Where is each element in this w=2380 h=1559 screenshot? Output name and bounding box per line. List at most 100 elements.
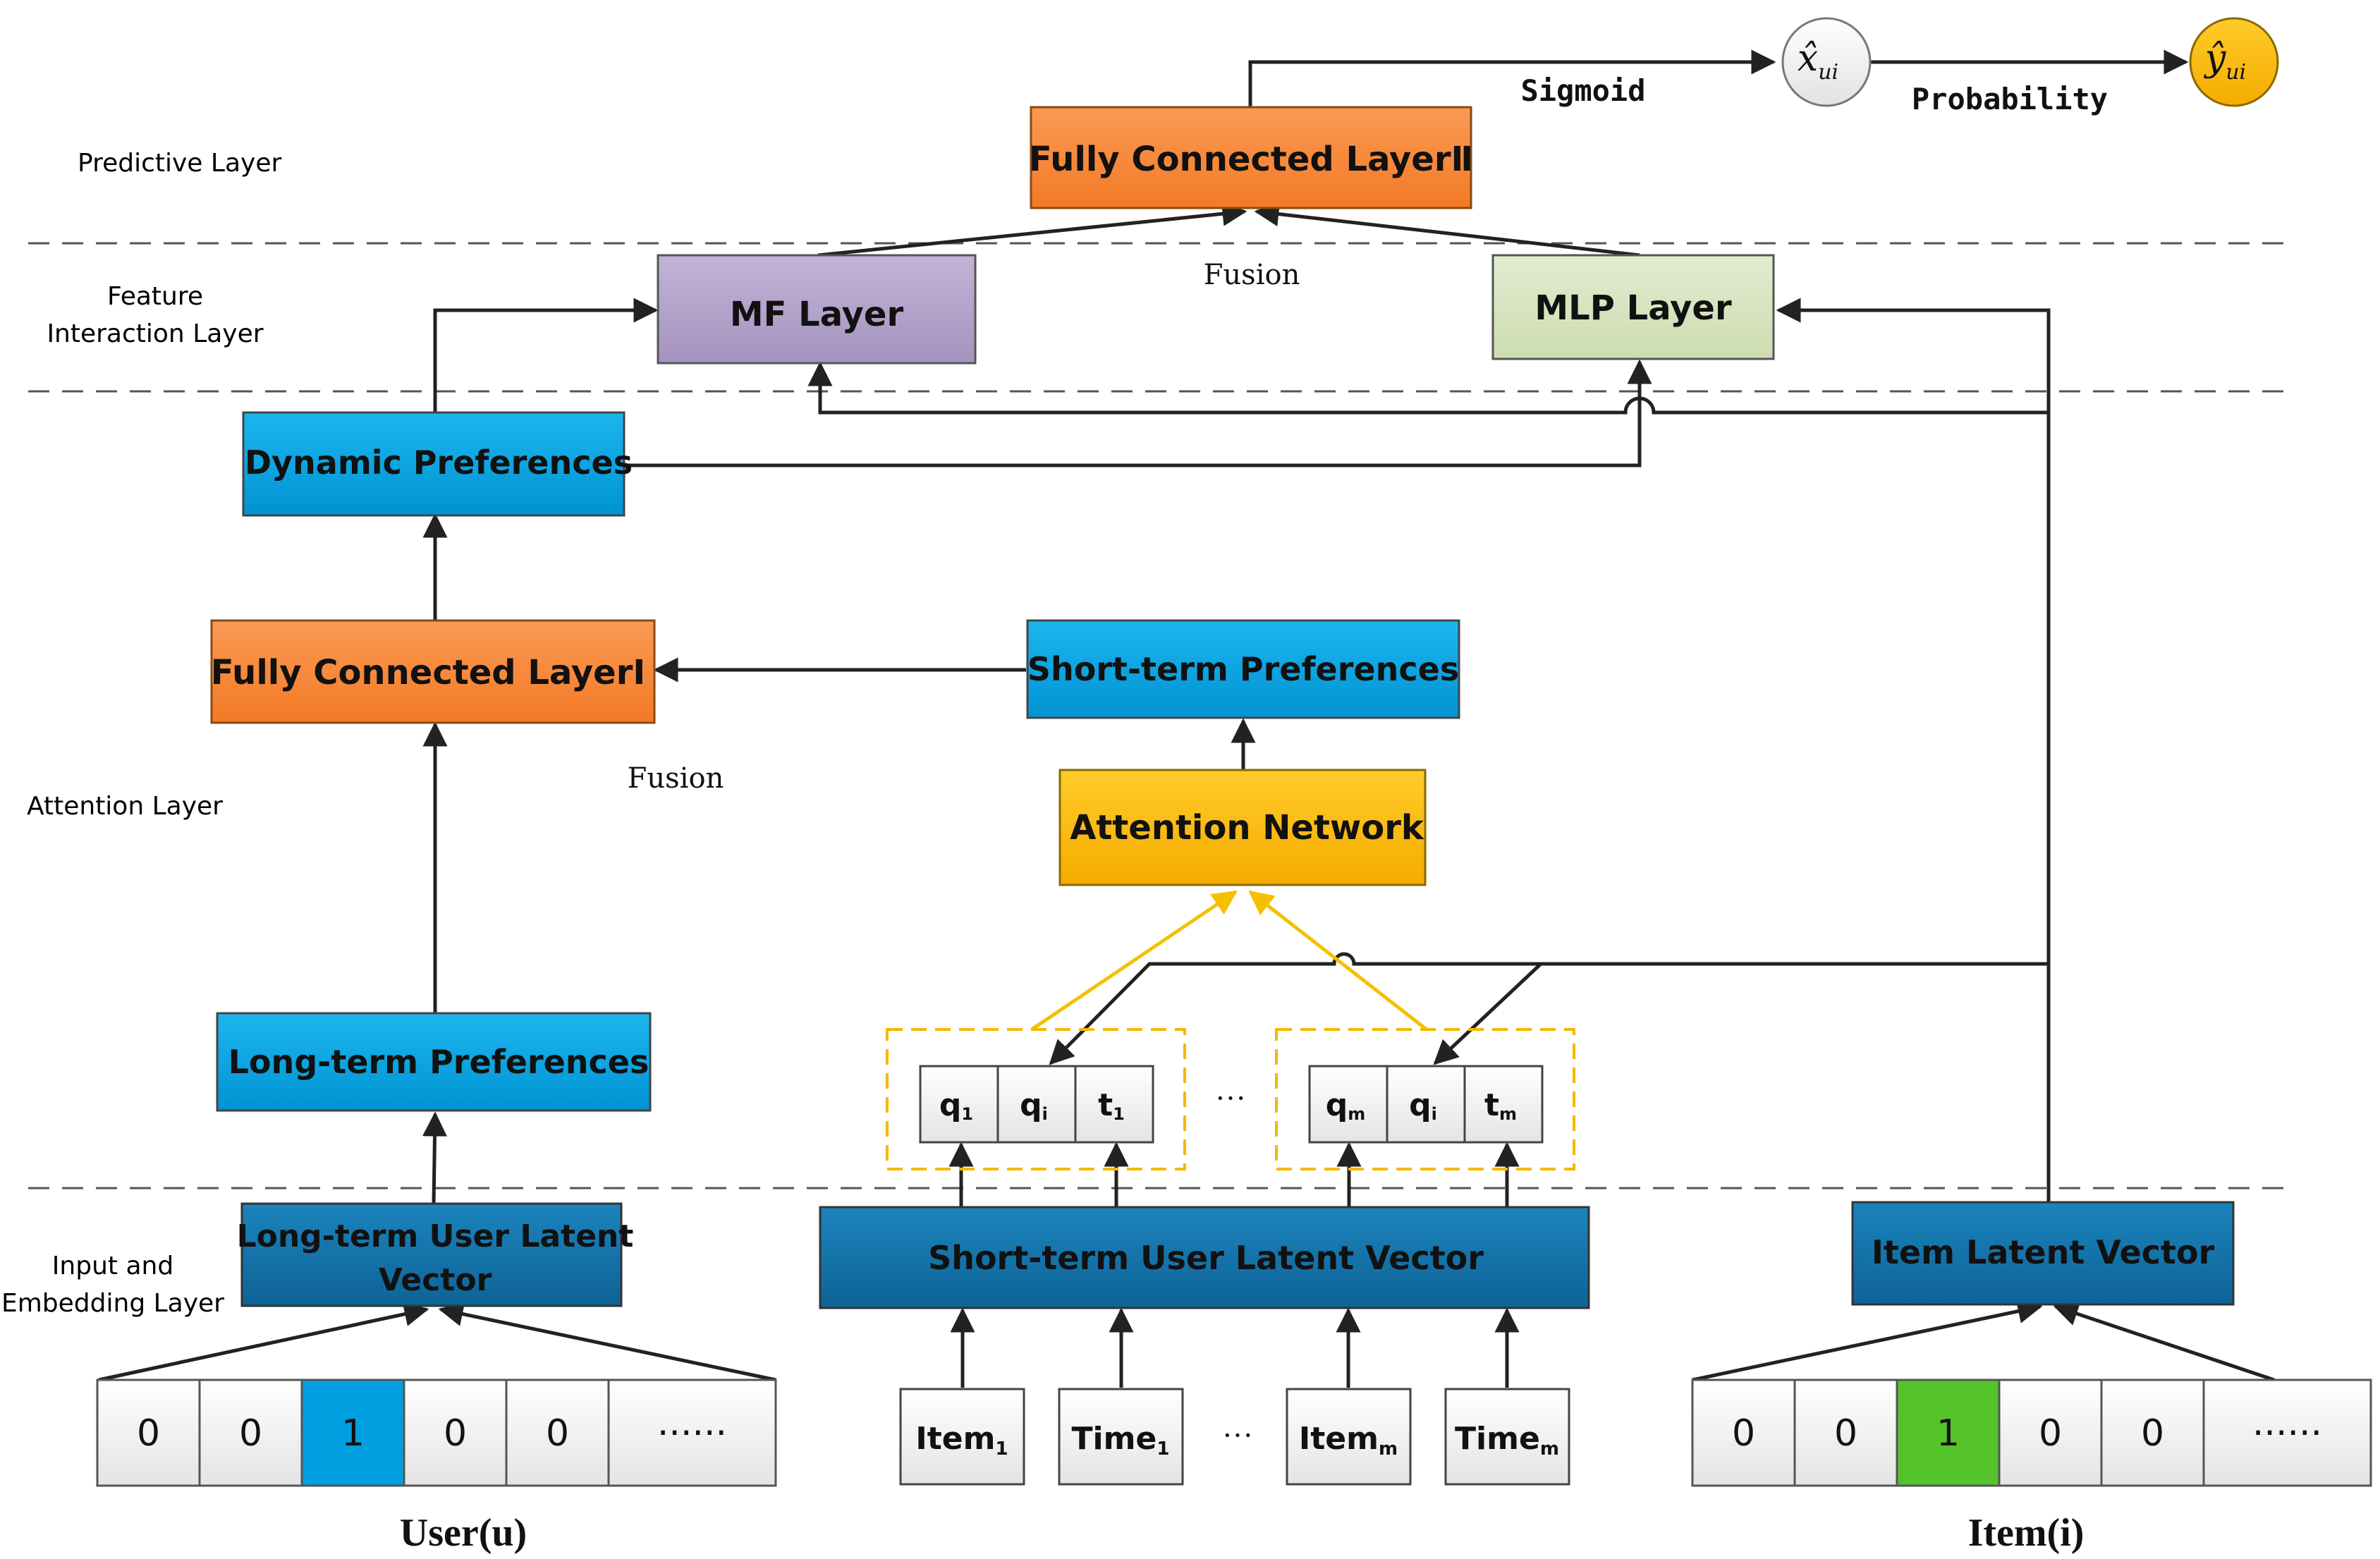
input-box: Time1: [1058, 1388, 1184, 1486]
onehot-cell: 0: [505, 1378, 610, 1487]
onehot-value: 1: [341, 1412, 365, 1455]
svg-text:ŷui: ŷui: [2204, 37, 2246, 85]
onehot-cell: 0: [403, 1378, 508, 1487]
onehot-value: 0: [2039, 1412, 2062, 1455]
onehot-cell: 1: [1896, 1378, 2001, 1487]
long-term-latent-line1: Long-term User Latent: [237, 1218, 634, 1254]
onehot-value: 0: [1834, 1412, 1857, 1455]
y-hat-subscript: ui: [2226, 60, 2246, 85]
x-hat-node: x̂ui: [1781, 17, 1872, 107]
short-term-latent-box: Short-term User Latent Vector: [819, 1206, 1590, 1309]
q-cell-sub: m: [1348, 1104, 1365, 1124]
long-term-latent-box: Long-term User Latent Vector: [237, 1202, 634, 1307]
input-box-sub: m: [1379, 1438, 1398, 1460]
svg-text:x̂ui: x̂ui: [1798, 37, 1838, 85]
onehot-cell: 0: [1691, 1378, 1796, 1487]
onehot-value: 0: [239, 1412, 262, 1455]
arrow-item-to-mf: [807, 361, 2049, 415]
fusion-label-top: Fusion: [1204, 259, 1300, 291]
label-attention-layer: Attention Layer: [27, 792, 223, 821]
q-group1-frame: [886, 1028, 1186, 1170]
item-latent-box: Item Latent Vector: [1851, 1201, 2235, 1306]
attention-network-label: Attention Network: [1070, 808, 1424, 848]
q-cell: tm: [1463, 1065, 1544, 1144]
onehot-cell: 0: [198, 1378, 303, 1487]
q-cell-main: q: [1326, 1087, 1348, 1123]
svg-text:t1: t1: [1098, 1087, 1125, 1124]
q-cell: q1: [919, 1065, 999, 1144]
onehot-value: 0: [546, 1412, 569, 1455]
fc1-box: Fully Connected LayerⅠ: [210, 619, 656, 724]
fc2-label: Fully Connected LayerⅡ: [1029, 140, 1473, 179]
onehot-value: 1: [1936, 1412, 1960, 1455]
q-cell-main: t: [1484, 1087, 1499, 1123]
q-group-frames: [886, 1028, 1575, 1170]
long-term-preferences-label: Long-term Preferences: [228, 1043, 649, 1081]
svg-text:Itemm: Itemm: [1299, 1421, 1398, 1460]
onehot-value: 0: [1732, 1412, 1755, 1455]
ellipsis-inputs: ···: [1222, 1418, 1253, 1453]
svg-text:tm: tm: [1484, 1087, 1517, 1124]
q-group2-frame: [1275, 1028, 1575, 1170]
q-cell: qi: [996, 1065, 1077, 1144]
dynamic-preferences-label: Dynamic Preferences: [245, 444, 633, 482]
item-latent-label: Item Latent Vector: [1872, 1233, 2215, 1271]
arrow-item-to-mlp: [1776, 298, 2051, 1202]
dynamic-preferences-box: Dynamic Preferences: [242, 411, 633, 517]
arrow-mf-to-fc2: [817, 201, 1247, 257]
y-hat-symbol: ŷ: [2204, 37, 2226, 80]
x-hat-subscript: ui: [1818, 60, 1838, 85]
arrow-itemhot-right: [2053, 1302, 2275, 1382]
onehot-cell: 0: [2100, 1378, 2205, 1487]
q-cell-sub: 1: [961, 1104, 973, 1124]
input-box-sub: 1: [996, 1438, 1008, 1460]
input-box-main: Item: [915, 1421, 995, 1457]
onehot-value: ······: [657, 1412, 727, 1455]
yellow-line-group2: [1248, 890, 1428, 1031]
short-term-preferences-label: Short-term Preferences: [1027, 650, 1459, 688]
layer-separators: [28, 242, 2292, 1190]
input-box-sub: 1: [1157, 1438, 1169, 1460]
arrow-fc2-to-xhat: [1248, 49, 1776, 107]
q-cell-main: t: [1098, 1087, 1113, 1123]
label-feature-line2: Interaction Layer: [47, 319, 263, 348]
mlp-layer-label: MLP Layer: [1534, 288, 1732, 328]
q-cell-sub: m: [1499, 1104, 1517, 1124]
input-box-main: Time: [1072, 1421, 1157, 1457]
fc2-box: Fully Connected LayerⅡ: [1029, 106, 1473, 209]
onehot-cell: ······: [607, 1378, 777, 1487]
input-box-main: Time: [1455, 1421, 1540, 1457]
svg-text:qm: qm: [1326, 1087, 1366, 1124]
sigmoid-label: Sigmoid: [1520, 73, 1645, 108]
svg-text:qi: qi: [1409, 1087, 1437, 1124]
attention-lines: [1030, 890, 1428, 1032]
ellipsis-q-groups: ···: [1215, 1081, 1246, 1115]
arrow-userhot-right: [438, 1302, 776, 1382]
label-predictive-layer: Predictive Layer: [78, 149, 281, 178]
long-term-latent-line2: Vector: [379, 1262, 492, 1298]
connectors: [98, 49, 2275, 1388]
long-term-preferences-box: Long-term Preferences: [216, 1012, 652, 1112]
onehot-cell: 0: [96, 1378, 201, 1487]
probability-label: Probability: [1912, 82, 2108, 116]
input-box-main: Item: [1299, 1421, 1379, 1457]
q-cell-sub: i: [1432, 1104, 1437, 1124]
onehot-value: ······: [2252, 1412, 2322, 1455]
layer-labels: Predictive Layer Feature Interaction Lay…: [1, 149, 281, 1318]
user-label: User(u): [400, 1511, 527, 1555]
yellow-line-group1: [1030, 890, 1238, 1032]
label-input-line1: Input and: [52, 1252, 173, 1280]
y-hat-node: ŷui: [2189, 17, 2279, 107]
fc1-label: Fully Connected LayerⅠ: [211, 653, 645, 692]
q-cell: qm: [1308, 1065, 1389, 1144]
svg-text:q1: q1: [939, 1087, 973, 1124]
arrow-mlp-to-fc2: [1254, 202, 1640, 257]
arrow-longlatent-to-longpref: [422, 1111, 448, 1204]
svg-text:Time1: Time1: [1072, 1421, 1170, 1460]
q-cell-main: q: [1409, 1087, 1432, 1123]
